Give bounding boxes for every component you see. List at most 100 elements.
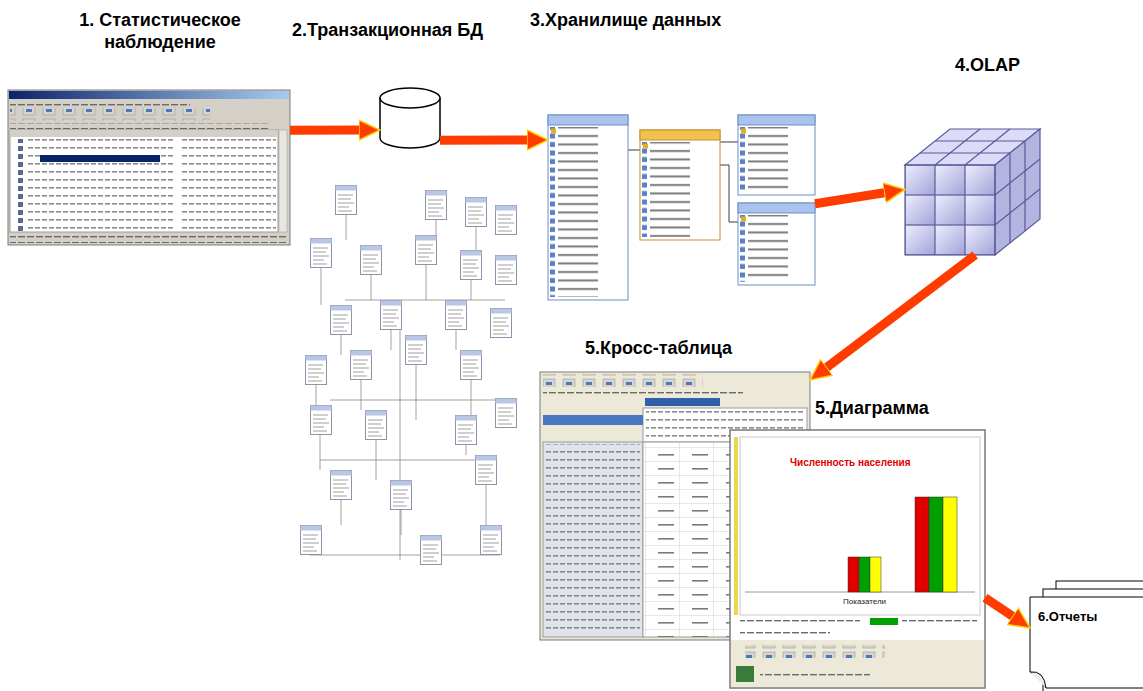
- star-schema-part-part: [548, 115, 628, 125]
- er-diagram-part: [381, 301, 402, 330]
- survey-window-part: [10, 130, 278, 232]
- stage-heading: 5.Диаграмма: [815, 398, 929, 420]
- olap-cube-part: [905, 165, 995, 255]
- er-diagram-part: [331, 306, 352, 335]
- er-diagram-part: [306, 356, 327, 385]
- olap-cube: [905, 129, 1040, 255]
- crosstab-window-part: [543, 389, 743, 395]
- chart-window-part: [870, 618, 898, 625]
- er-diagram-part: [446, 301, 467, 330]
- er-diagram-part: [496, 399, 517, 428]
- star-schema-part-part: [641, 142, 719, 237]
- star-schema-part-part: [551, 129, 556, 134]
- crosstab-screenshot: 5.Кросс-таблица: [540, 372, 810, 640]
- er-diagram-part: [391, 481, 412, 510]
- er-diagram-part: [421, 536, 442, 565]
- node-label: 6.Отчеты: [1038, 609, 1097, 625]
- chart-window-part-part: [870, 557, 881, 592]
- olap-cube: 4.OLAP: [905, 129, 1040, 255]
- er-diagram-part: [311, 239, 332, 268]
- flow-arrow: [290, 126, 359, 135]
- olap-cube-part: [995, 129, 1040, 255]
- olap-cube-part: [995, 141, 1040, 243]
- star-schema-part: [640, 130, 720, 240]
- er-diagram-part: [311, 406, 332, 435]
- crosstab-window-part: [546, 444, 640, 635]
- crosstab-window-part: [543, 442, 643, 637]
- chart-window-part-part: [848, 557, 859, 592]
- chart-window-part: [848, 497, 957, 592]
- chart-window-part: [760, 671, 870, 677]
- er-diagram-part: [336, 186, 357, 215]
- er-diagram-part: [496, 256, 517, 285]
- stage-heading: 2.Транзакционная БД: [292, 20, 483, 42]
- er-diagram-part: [366, 411, 387, 440]
- survey-window-part: [40, 155, 160, 162]
- chart-title: Численность населения: [790, 457, 911, 469]
- stage-heading: 1. Статистическое наблюдение: [40, 10, 280, 53]
- stage-heading: 5.Кросс-таблица: [585, 338, 732, 360]
- crosstab-window-part: [543, 415, 643, 425]
- chart-window-part-part: [929, 497, 943, 592]
- er-diagram-part: [466, 198, 487, 227]
- survey-window: [8, 90, 290, 245]
- report-pages: 6.Отчеты: [1030, 597, 1143, 688]
- survey-window-part: [10, 130, 278, 137]
- survey-window-part: [10, 235, 288, 243]
- flow-arrow: [440, 136, 527, 145]
- database-cylinder: [380, 88, 440, 148]
- star-schema-part-part: [640, 130, 720, 140]
- chart-window: [730, 430, 985, 688]
- stage-heading: 3.Хранилище данных: [530, 10, 721, 32]
- er-diagram-part: [456, 416, 477, 445]
- er-diagram-part: [416, 236, 437, 265]
- er-diagram-part: [491, 309, 512, 338]
- warehouse-schema: 3.Хранилище данных: [548, 115, 815, 300]
- star-schema-part-part: [739, 215, 814, 282]
- chart-window-part: [730, 430, 985, 688]
- survey-window-part: [8, 90, 290, 245]
- report-pages-part: [1030, 597, 1143, 688]
- survey-screenshot: 1. Статистическое наблюдение: [8, 90, 290, 245]
- star-schema-part-part: [640, 130, 720, 240]
- er-diagram-part: [496, 206, 517, 235]
- flow-arrow: [985, 598, 1013, 617]
- star-schema-part: [738, 203, 815, 285]
- star-schema-part-part: [738, 115, 815, 195]
- crosstab-window-part: [645, 398, 720, 406]
- chart-window-part: [740, 437, 980, 615]
- star-schema-part: [738, 115, 815, 195]
- star-schema-part-part: [549, 127, 627, 297]
- database-cylinder: 2.Транзакционная БД: [380, 88, 440, 148]
- er-diagram-part: [476, 456, 497, 485]
- flow-arrow: [827, 255, 975, 367]
- er-diagram-part: [301, 526, 322, 555]
- chart-window-part-part: [859, 557, 870, 592]
- survey-window-part: [18, 139, 24, 231]
- star-schema: [548, 115, 815, 300]
- report-pages-part: [1030, 672, 1046, 688]
- chart-window-part: [734, 437, 738, 615]
- er-diagram: [301, 186, 517, 565]
- crosstab-window-part: [543, 374, 703, 387]
- database-cylinder-part: [380, 88, 440, 108]
- stage-heading: 4.OLAP: [955, 55, 1020, 77]
- survey-window-part: [9, 91, 289, 99]
- survey-window-part: [10, 123, 270, 129]
- er-diagram-part: [481, 526, 502, 555]
- chart-screenshot: 5.Диаграмма: [730, 430, 985, 688]
- star-schema-part-part: [739, 127, 814, 192]
- chart-window-part: [902, 619, 977, 625]
- er-diagram-part: [361, 246, 382, 275]
- survey-window-part: [10, 108, 210, 121]
- star-schema-part-part: [741, 217, 746, 222]
- star-schema-part-part: [741, 129, 746, 134]
- er-diagram-part: [331, 471, 352, 500]
- star-schema-part: [548, 115, 628, 300]
- survey-window-part: [182, 139, 276, 231]
- chart-window-part: [740, 629, 830, 634]
- chart-window-part: [731, 640, 984, 687]
